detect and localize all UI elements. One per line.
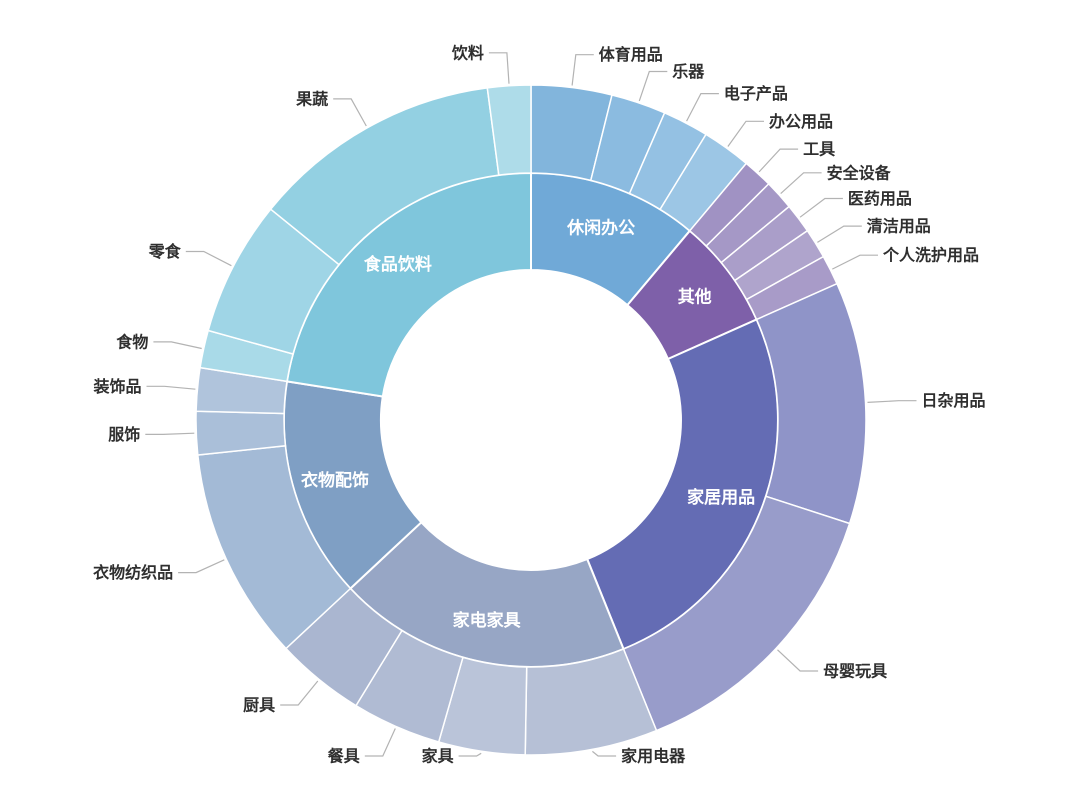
outer-segment-label: 体育用品 xyxy=(599,45,663,64)
leader-line xyxy=(280,680,319,706)
outer-segment-label: 个人洗护用品 xyxy=(882,246,979,265)
leader-line xyxy=(185,250,232,267)
inner-segment-label: 家居用品 xyxy=(687,487,755,507)
leader-line xyxy=(153,341,202,350)
leader-line xyxy=(178,559,225,574)
leader-line xyxy=(777,649,819,672)
outer-segment-label: 办公用品 xyxy=(769,112,833,131)
leader-line xyxy=(832,254,878,270)
leader-line xyxy=(364,728,396,757)
outer-segment-label: 家用电器 xyxy=(621,747,686,766)
leader-line xyxy=(867,400,917,403)
inner-segment-label: 家电家具 xyxy=(453,610,521,630)
outer-segment-label: 厨具 xyxy=(243,697,275,715)
inner-segment-label: 食品饮料 xyxy=(364,254,432,274)
outer-segment-label: 安全设备 xyxy=(827,163,892,182)
inner-segment-label: 其他 xyxy=(678,287,712,307)
leader-line xyxy=(686,92,719,122)
leader-line xyxy=(592,750,617,757)
leader-line xyxy=(799,197,843,218)
leader-line xyxy=(638,70,668,102)
outer-segment-5-3[interactable] xyxy=(486,84,532,176)
leader-line xyxy=(488,52,510,84)
leader-line xyxy=(458,752,482,757)
outer-segment-label: 衣物纺织品 xyxy=(93,563,173,582)
outer-segment-label: 饮料 xyxy=(451,43,484,62)
outer-segment-label: 服饰 xyxy=(108,425,140,444)
outer-segment-label: 母婴玩具 xyxy=(823,663,887,681)
leader-line xyxy=(817,225,862,243)
leader-line xyxy=(758,148,799,173)
outer-segment-label: 工具 xyxy=(803,141,835,159)
outer-segment-label: 电子产品 xyxy=(724,84,788,103)
outer-segment-label: 医药用品 xyxy=(848,189,912,208)
leader-line xyxy=(145,432,195,435)
leader-line xyxy=(146,385,196,390)
outer-segment-label: 食物 xyxy=(115,332,148,351)
leader-line xyxy=(333,98,367,127)
inner-segment-label: 衣物配饰 xyxy=(301,470,369,490)
outer-segment-label: 零食 xyxy=(148,242,182,261)
outer-segment-label: 清洁用品 xyxy=(867,217,931,236)
outer-segment-label: 家具 xyxy=(422,747,454,766)
outer-segment-label: 装饰品 xyxy=(92,377,141,396)
inner-segment-label: 休闲办公 xyxy=(566,217,635,237)
outer-segment-label: 日杂用品 xyxy=(922,391,986,410)
leader-line xyxy=(571,54,594,86)
outer-segment-label: 果蔬 xyxy=(295,89,328,108)
leader-line xyxy=(780,172,822,195)
outer-segment-label: 餐具 xyxy=(327,747,360,766)
leader-line xyxy=(727,120,764,147)
outer-segment-label: 乐器 xyxy=(672,63,705,81)
